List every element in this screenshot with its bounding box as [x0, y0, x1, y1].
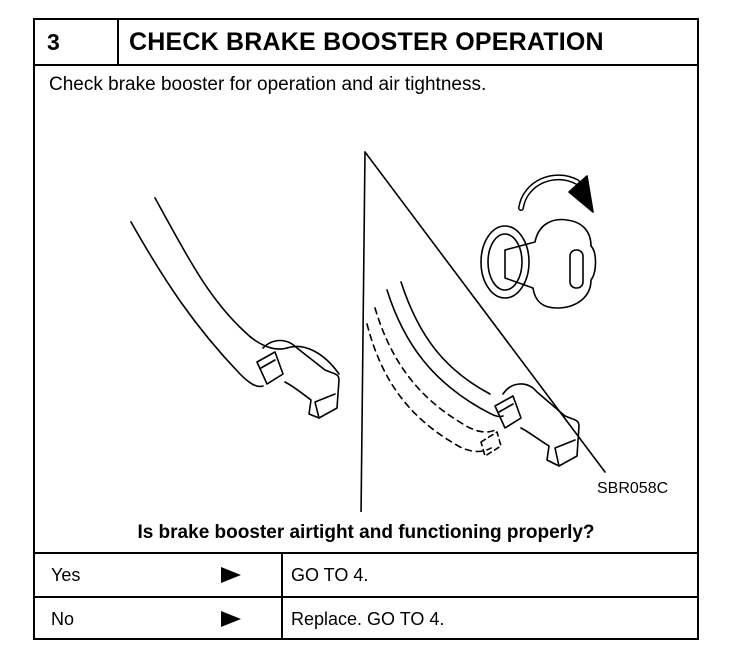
inspection-step-box: 3 CHECK BRAKE BOOSTER OPERATION Check br…: [33, 18, 699, 640]
answer-action: GO TO 4.: [291, 565, 369, 585]
play-arrow-icon: [221, 611, 241, 627]
answer-label: Yes: [51, 565, 81, 585]
pedal-stroke-dashed-icon: [366, 281, 580, 467]
answer-label: No: [51, 609, 75, 629]
answer-row-no: No Replace. GO TO 4.: [35, 598, 697, 640]
turn-arrow-icon: [518, 174, 594, 213]
column-divider: [281, 554, 283, 596]
step-header: 3 CHECK BRAKE BOOSTER OPERATION: [35, 20, 697, 66]
question-text: Is brake booster airtight and functionin…: [137, 522, 595, 543]
instruction-text: Check brake booster for operation and ai…: [49, 74, 487, 95]
column-divider: [281, 598, 283, 640]
panel-edge-line: [360, 151, 366, 512]
answer-row-yes: Yes GO TO 4.: [35, 554, 697, 598]
brake-booster-illustration: [130, 151, 606, 512]
brake-pedal-foot-icon: [130, 197, 340, 419]
answer-table: Yes GO TO 4. No Replace. GO TO 4.: [35, 552, 697, 640]
figure-code: SBR058C: [597, 480, 669, 497]
play-arrow-icon: [221, 567, 241, 583]
step-title: CHECK BRAKE BOOSTER OPERATION: [129, 28, 604, 56]
answer-action: Replace. GO TO 4.: [291, 609, 445, 629]
step-number: 3: [35, 20, 119, 64]
ignition-key-icon: [480, 218, 597, 309]
